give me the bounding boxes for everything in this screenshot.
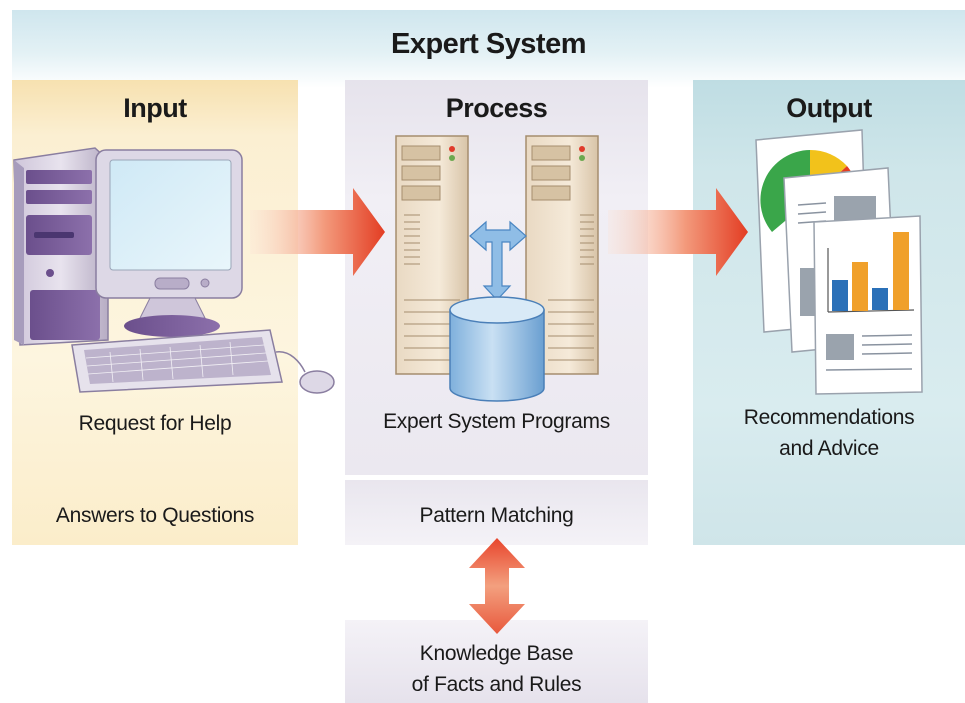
- process-heading: Process: [445, 93, 548, 123]
- output-label: Recommendations and Advice: [743, 406, 915, 460]
- pattern-matching-panel: Pattern Matching: [345, 480, 648, 545]
- input-heading: Input: [123, 93, 187, 123]
- process-label: Expert System Programs: [383, 410, 610, 433]
- title-banner: Expert System: [12, 10, 965, 88]
- knowledge-base-label: Knowledge Base of Facts and Rules: [411, 642, 582, 696]
- diagram-title: Expert System: [391, 28, 587, 60]
- output-heading: Output: [786, 93, 872, 123]
- knowledge-base-panel: Knowledge Base of Facts and Rules: [345, 620, 648, 703]
- input-panel: Input Request for Help Answers to Questi…: [12, 80, 298, 545]
- process-panel: Process Expert System Programs: [345, 80, 648, 475]
- output-panel: Output Recommendations and Advice: [693, 80, 965, 545]
- pattern-matching-label: Pattern Matching: [419, 504, 574, 527]
- input-secondary-label: Answers to Questions: [55, 504, 255, 527]
- input-label: Request for Help: [78, 412, 232, 435]
